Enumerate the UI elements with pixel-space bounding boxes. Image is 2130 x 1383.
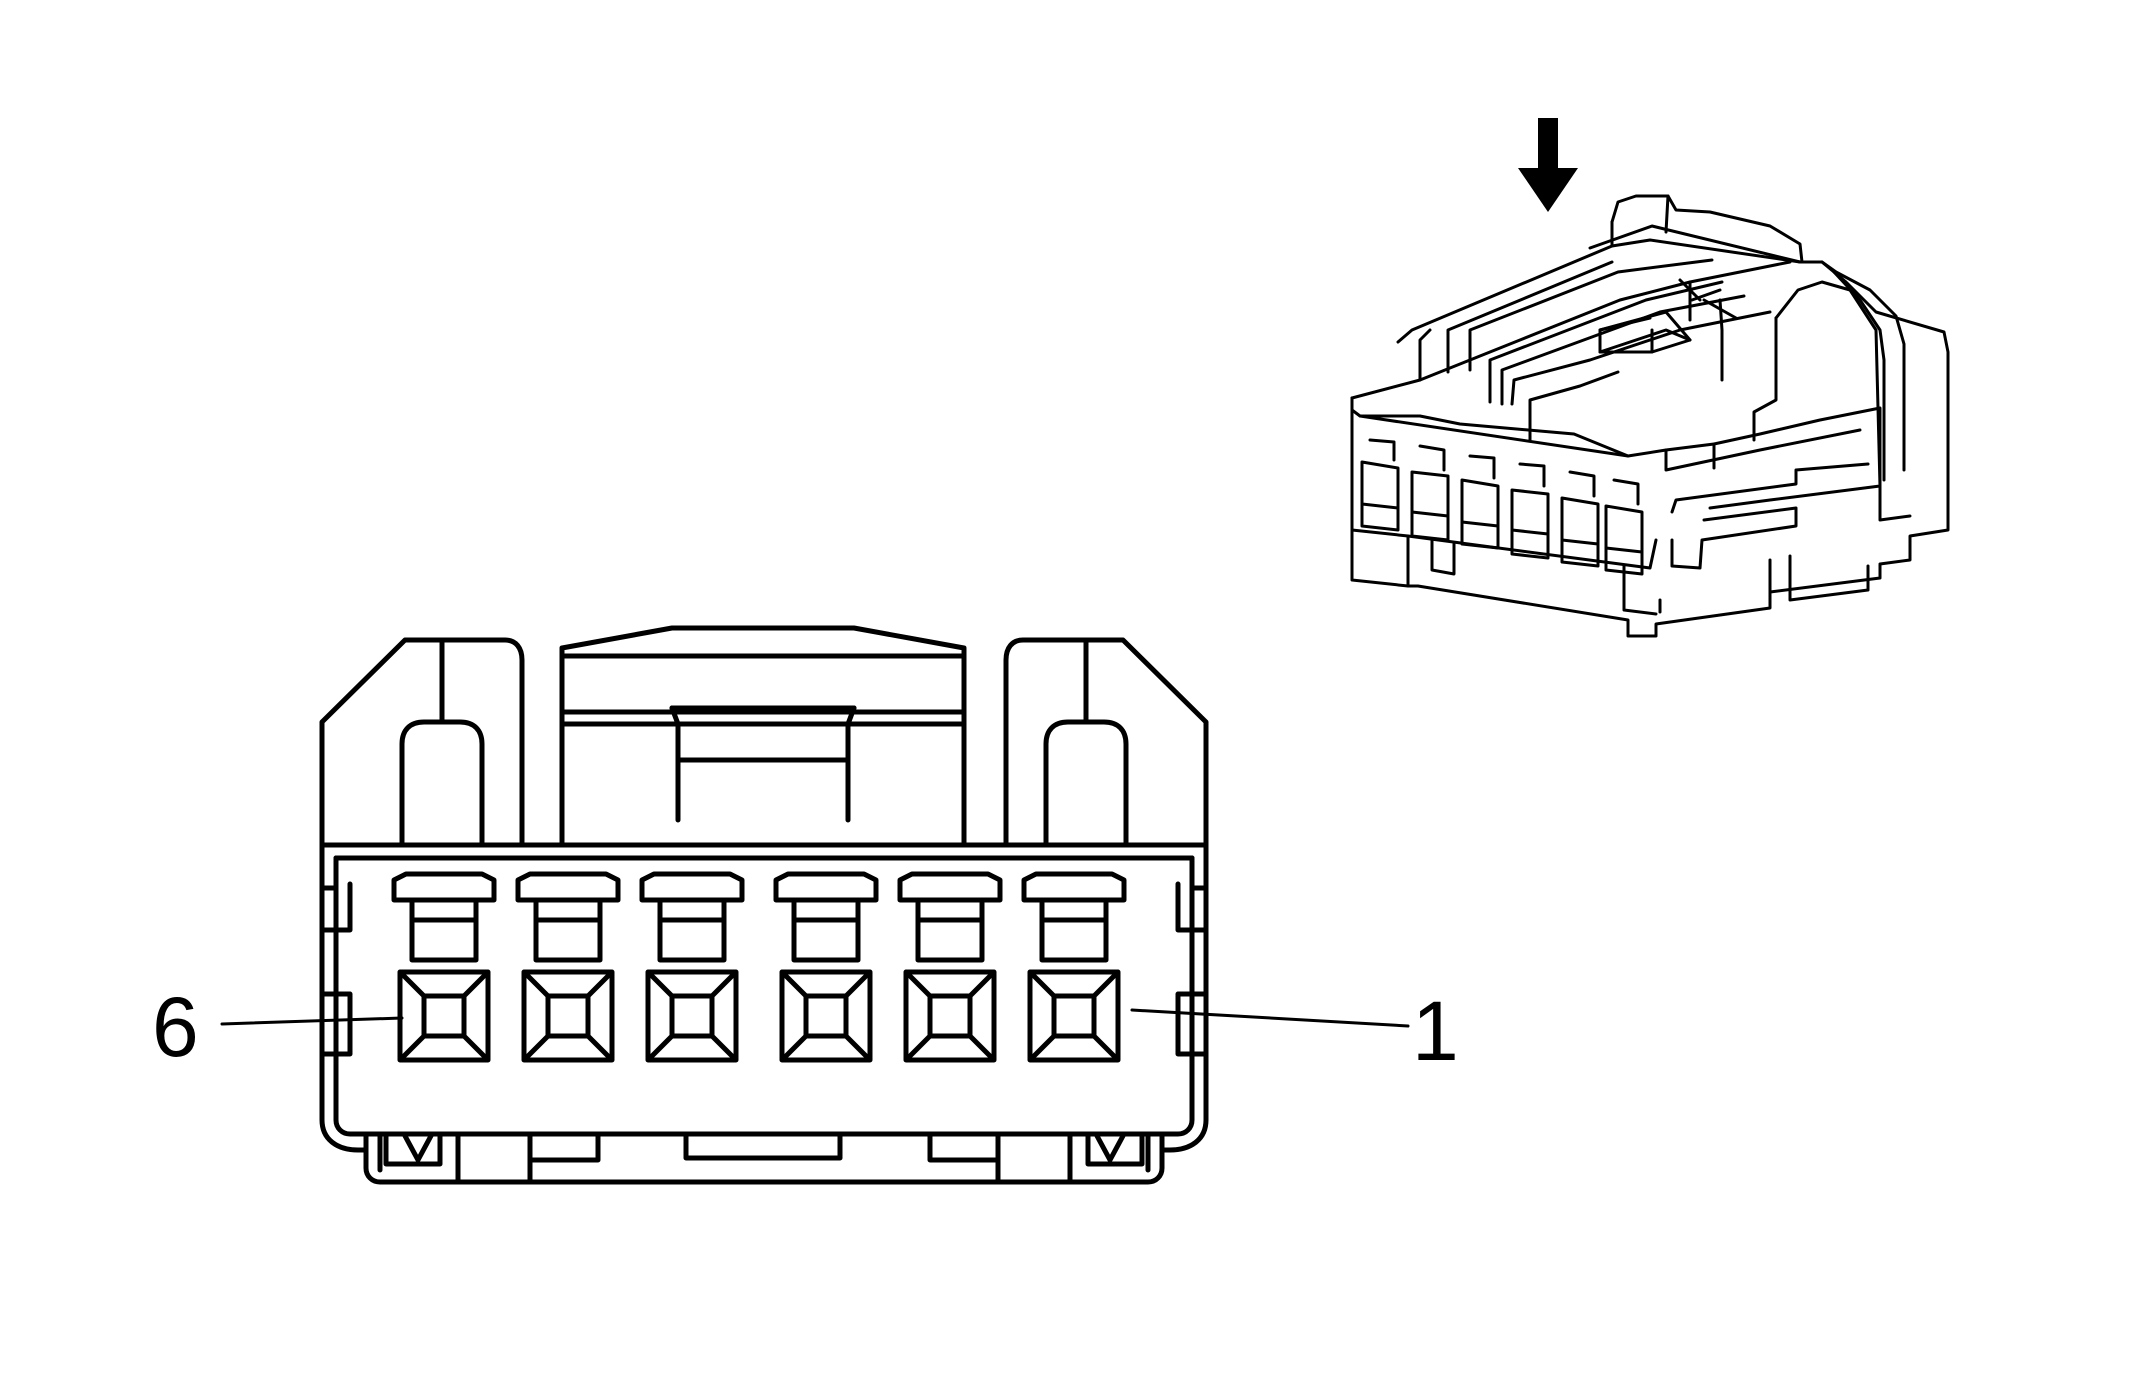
terminal-cavity-bevel [780,970,872,1062]
terminal-lock-tab [391,871,497,903]
terminal-cavity-bevel [398,970,490,1062]
terminal-cavity-inner [803,993,849,1039]
terminal-cavity-inner [927,993,973,1039]
center-latch [559,625,967,848]
terminal-cavity [391,871,497,1063]
terminal-lock-tab [1021,871,1127,903]
main-housing [319,842,1209,1185]
right-latch-wing [1003,637,1209,848]
terminal-cavity [1021,871,1127,1063]
iso-cavity [1510,462,1550,560]
terminal-cavity-outer [1027,969,1121,1063]
terminal-cavity-outer [903,969,997,1063]
terminal-lock-stem [1039,897,1109,963]
pin-label-1: 1 [1412,984,1459,1078]
terminal-cavity [773,871,879,1063]
connector-isometric-view [1350,118,1950,638]
terminal-lock-tab [639,871,745,903]
terminal-cavity-outer [521,969,615,1063]
leader-line-pin-1 [1130,1008,1410,1028]
terminal-cavity [515,871,621,1063]
terminal-lock-stem [409,897,479,963]
terminal-lock-stem [657,897,727,963]
isometric-latch [1610,194,1804,264]
terminal-cavity-bevel [904,970,996,1062]
isometric-terminal-cavities [1360,438,1644,576]
down-arrow-icon [1518,118,1578,212]
terminal-cavity-inner [669,993,715,1039]
leader-line-pin-6 [220,1016,404,1026]
isometric-body-top [1350,238,1950,638]
terminal-lock-stem [791,897,861,963]
iso-cavity [1410,444,1450,542]
terminal-cavity-outer [397,969,491,1063]
iso-cavity [1560,470,1600,568]
terminal-lock-stem [915,897,985,963]
iso-cavity [1604,478,1644,576]
terminal-lock-tab [773,871,879,903]
terminal-cavity-inner [1051,993,1097,1039]
terminal-lock-tab [515,871,621,903]
left-latch-wing [319,637,525,848]
terminal-cavities [391,871,1127,1063]
terminal-cavity-bevel [1028,970,1120,1062]
terminal-cavity-bevel [646,970,738,1062]
terminal-lock-stem [533,897,603,963]
terminal-cavity-outer [779,969,873,1063]
terminal-cavity-bevel [522,970,614,1062]
terminal-cavity [639,871,745,1063]
terminal-cavity-inner [421,993,467,1039]
terminal-cavity [897,871,1003,1063]
terminal-cavity-inner [545,993,591,1039]
iso-cavity [1360,438,1400,532]
terminal-cavity-outer [645,969,739,1063]
connector-front-view [220,625,1410,1185]
terminal-lock-tab [897,871,1003,903]
pin-label-6: 6 [152,980,199,1074]
iso-cavity [1460,454,1500,550]
